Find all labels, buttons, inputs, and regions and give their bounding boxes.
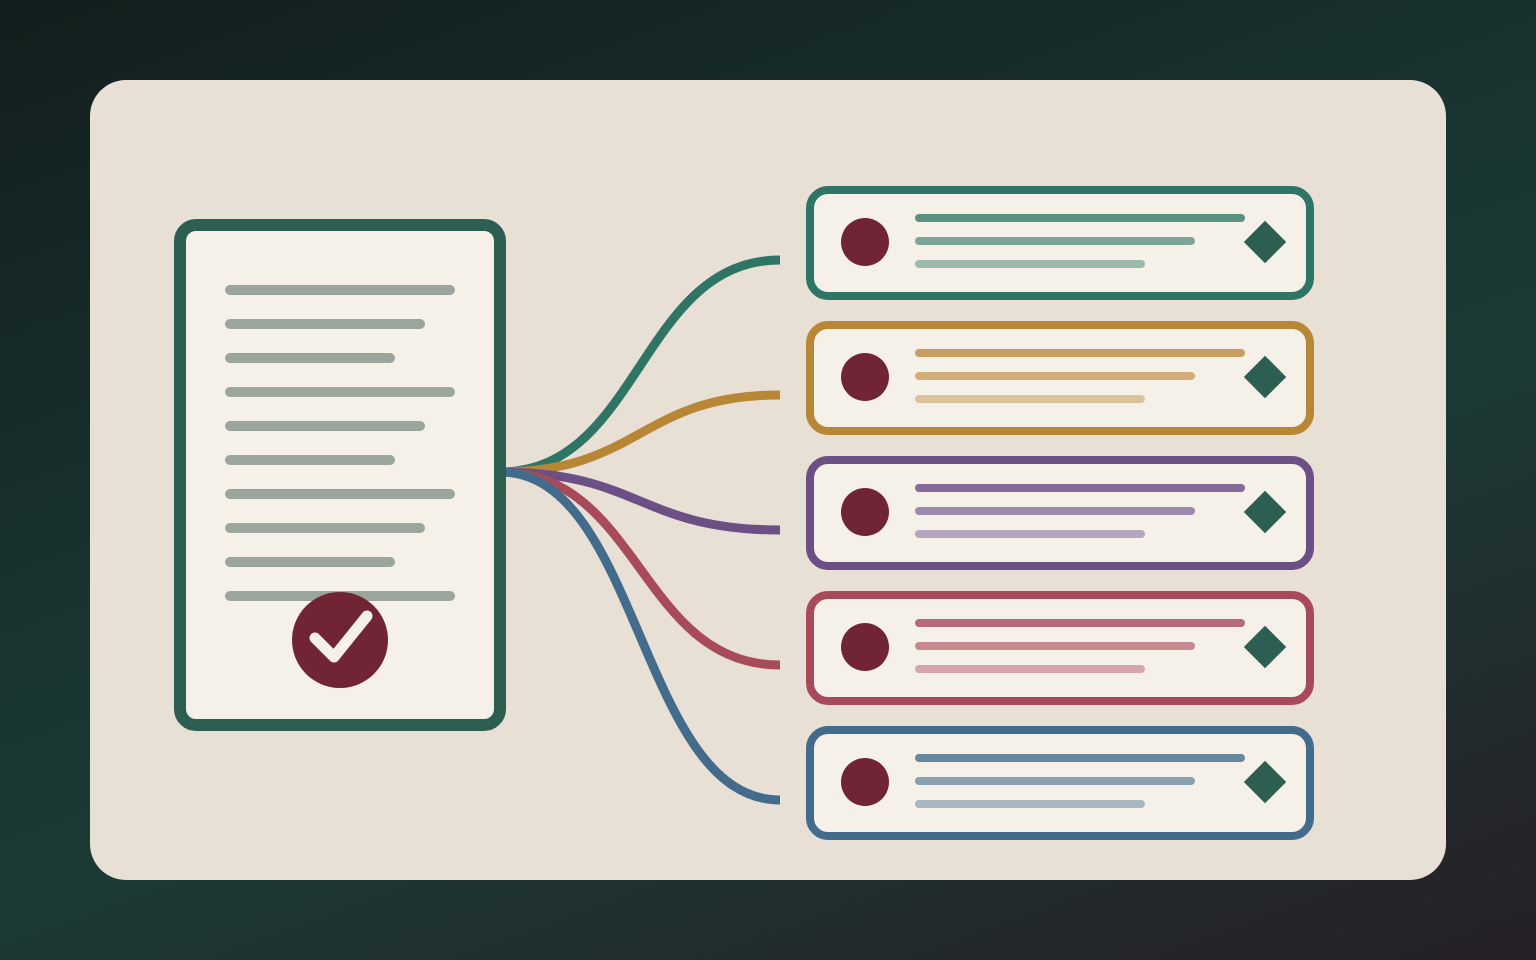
target-cards — [806, 186, 1314, 840]
avatar-dot-icon — [841, 488, 889, 536]
diamond-icon — [1243, 220, 1287, 264]
connector-blue — [499, 467, 781, 805]
connector-amber — [499, 390, 781, 477]
connector-purple — [499, 467, 781, 535]
avatar-dot-icon — [841, 218, 889, 266]
avatar-dot-icon — [841, 353, 889, 401]
approved-badge — [292, 592, 388, 688]
avatar-dot-icon — [841, 758, 889, 806]
diamond-icon — [1243, 760, 1287, 804]
document-text-lines — [225, 285, 455, 601]
target-card-purple[interactable] — [806, 456, 1314, 570]
target-card-rose[interactable] — [806, 591, 1314, 705]
target-card-blue[interactable] — [806, 726, 1314, 840]
connector-rose — [499, 467, 781, 670]
target-card-green[interactable] — [806, 186, 1314, 300]
source-document[interactable] — [174, 219, 506, 731]
connector-group — [499, 255, 781, 805]
diamond-icon — [1243, 490, 1287, 534]
avatar-dot-icon — [841, 623, 889, 671]
target-card-amber[interactable] — [806, 321, 1314, 435]
checkmark-icon — [309, 610, 373, 663]
diamond-icon — [1243, 355, 1287, 399]
connector-green — [499, 255, 781, 477]
diamond-icon — [1243, 625, 1287, 669]
